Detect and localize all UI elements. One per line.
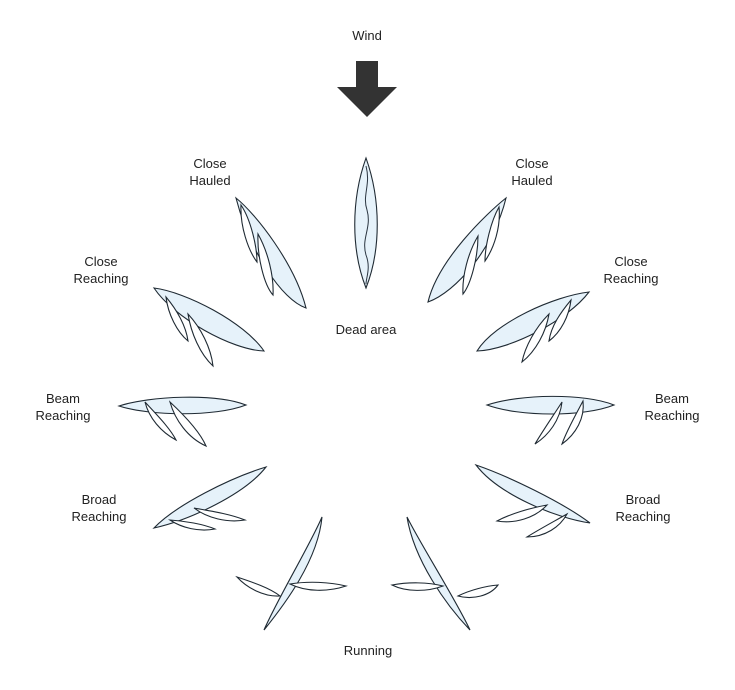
label-line: Reaching — [644, 408, 700, 423]
label-line: Reaching — [71, 509, 127, 524]
label-line: Close — [614, 254, 648, 269]
boat-beam-reaching-left — [117, 396, 248, 448]
label-line: Reaching — [73, 271, 129, 286]
label-beam-reaching-left: Beam Reaching — [28, 390, 98, 424]
label-close-hauled-left: Close Hauled — [182, 155, 238, 189]
boat-close-reaching-right — [475, 291, 591, 364]
label-close-reaching-left: Close Reaching — [66, 253, 136, 287]
label-line: Broad — [625, 492, 661, 507]
boat-close-hauled-left — [235, 196, 307, 309]
wind-label: Wind — [352, 28, 382, 43]
label-beam-reaching-right: Beam Reaching — [637, 390, 707, 424]
label-line: Reaching — [603, 271, 659, 286]
label-line: Close — [84, 254, 118, 269]
label-close-hauled-right: Close Hauled — [504, 155, 560, 189]
label-line: Beam — [655, 391, 689, 406]
label-line: Hauled — [189, 173, 231, 188]
label-line: Beam — [46, 391, 80, 406]
boat-close-hauled-right — [427, 196, 507, 303]
dead-area-label: Dead area — [335, 322, 397, 337]
label-close-reaching-right: Close Reaching — [596, 253, 666, 287]
label-line: Broad — [81, 492, 117, 507]
boat-broad-reaching-right — [474, 463, 591, 538]
label-line: Hauled — [511, 173, 553, 188]
wind-arrow-icon — [337, 61, 397, 117]
label-broad-reaching-right: Broad Reaching — [608, 491, 678, 525]
boat-close-reaching-left — [152, 287, 266, 368]
boat-running-left — [235, 516, 348, 631]
boat-running-right — [390, 516, 500, 631]
label-line: Reaching — [35, 408, 91, 423]
boat-beam-reaching-right — [485, 395, 616, 446]
boat-broad-reaching-left — [152, 465, 268, 531]
running-label: Running — [343, 643, 393, 658]
label-line: Close — [515, 156, 549, 171]
label-line: Close — [193, 156, 227, 171]
label-broad-reaching-left: Broad Reaching — [64, 491, 134, 525]
label-line: Reaching — [615, 509, 671, 524]
boat-dead-area — [354, 156, 378, 290]
